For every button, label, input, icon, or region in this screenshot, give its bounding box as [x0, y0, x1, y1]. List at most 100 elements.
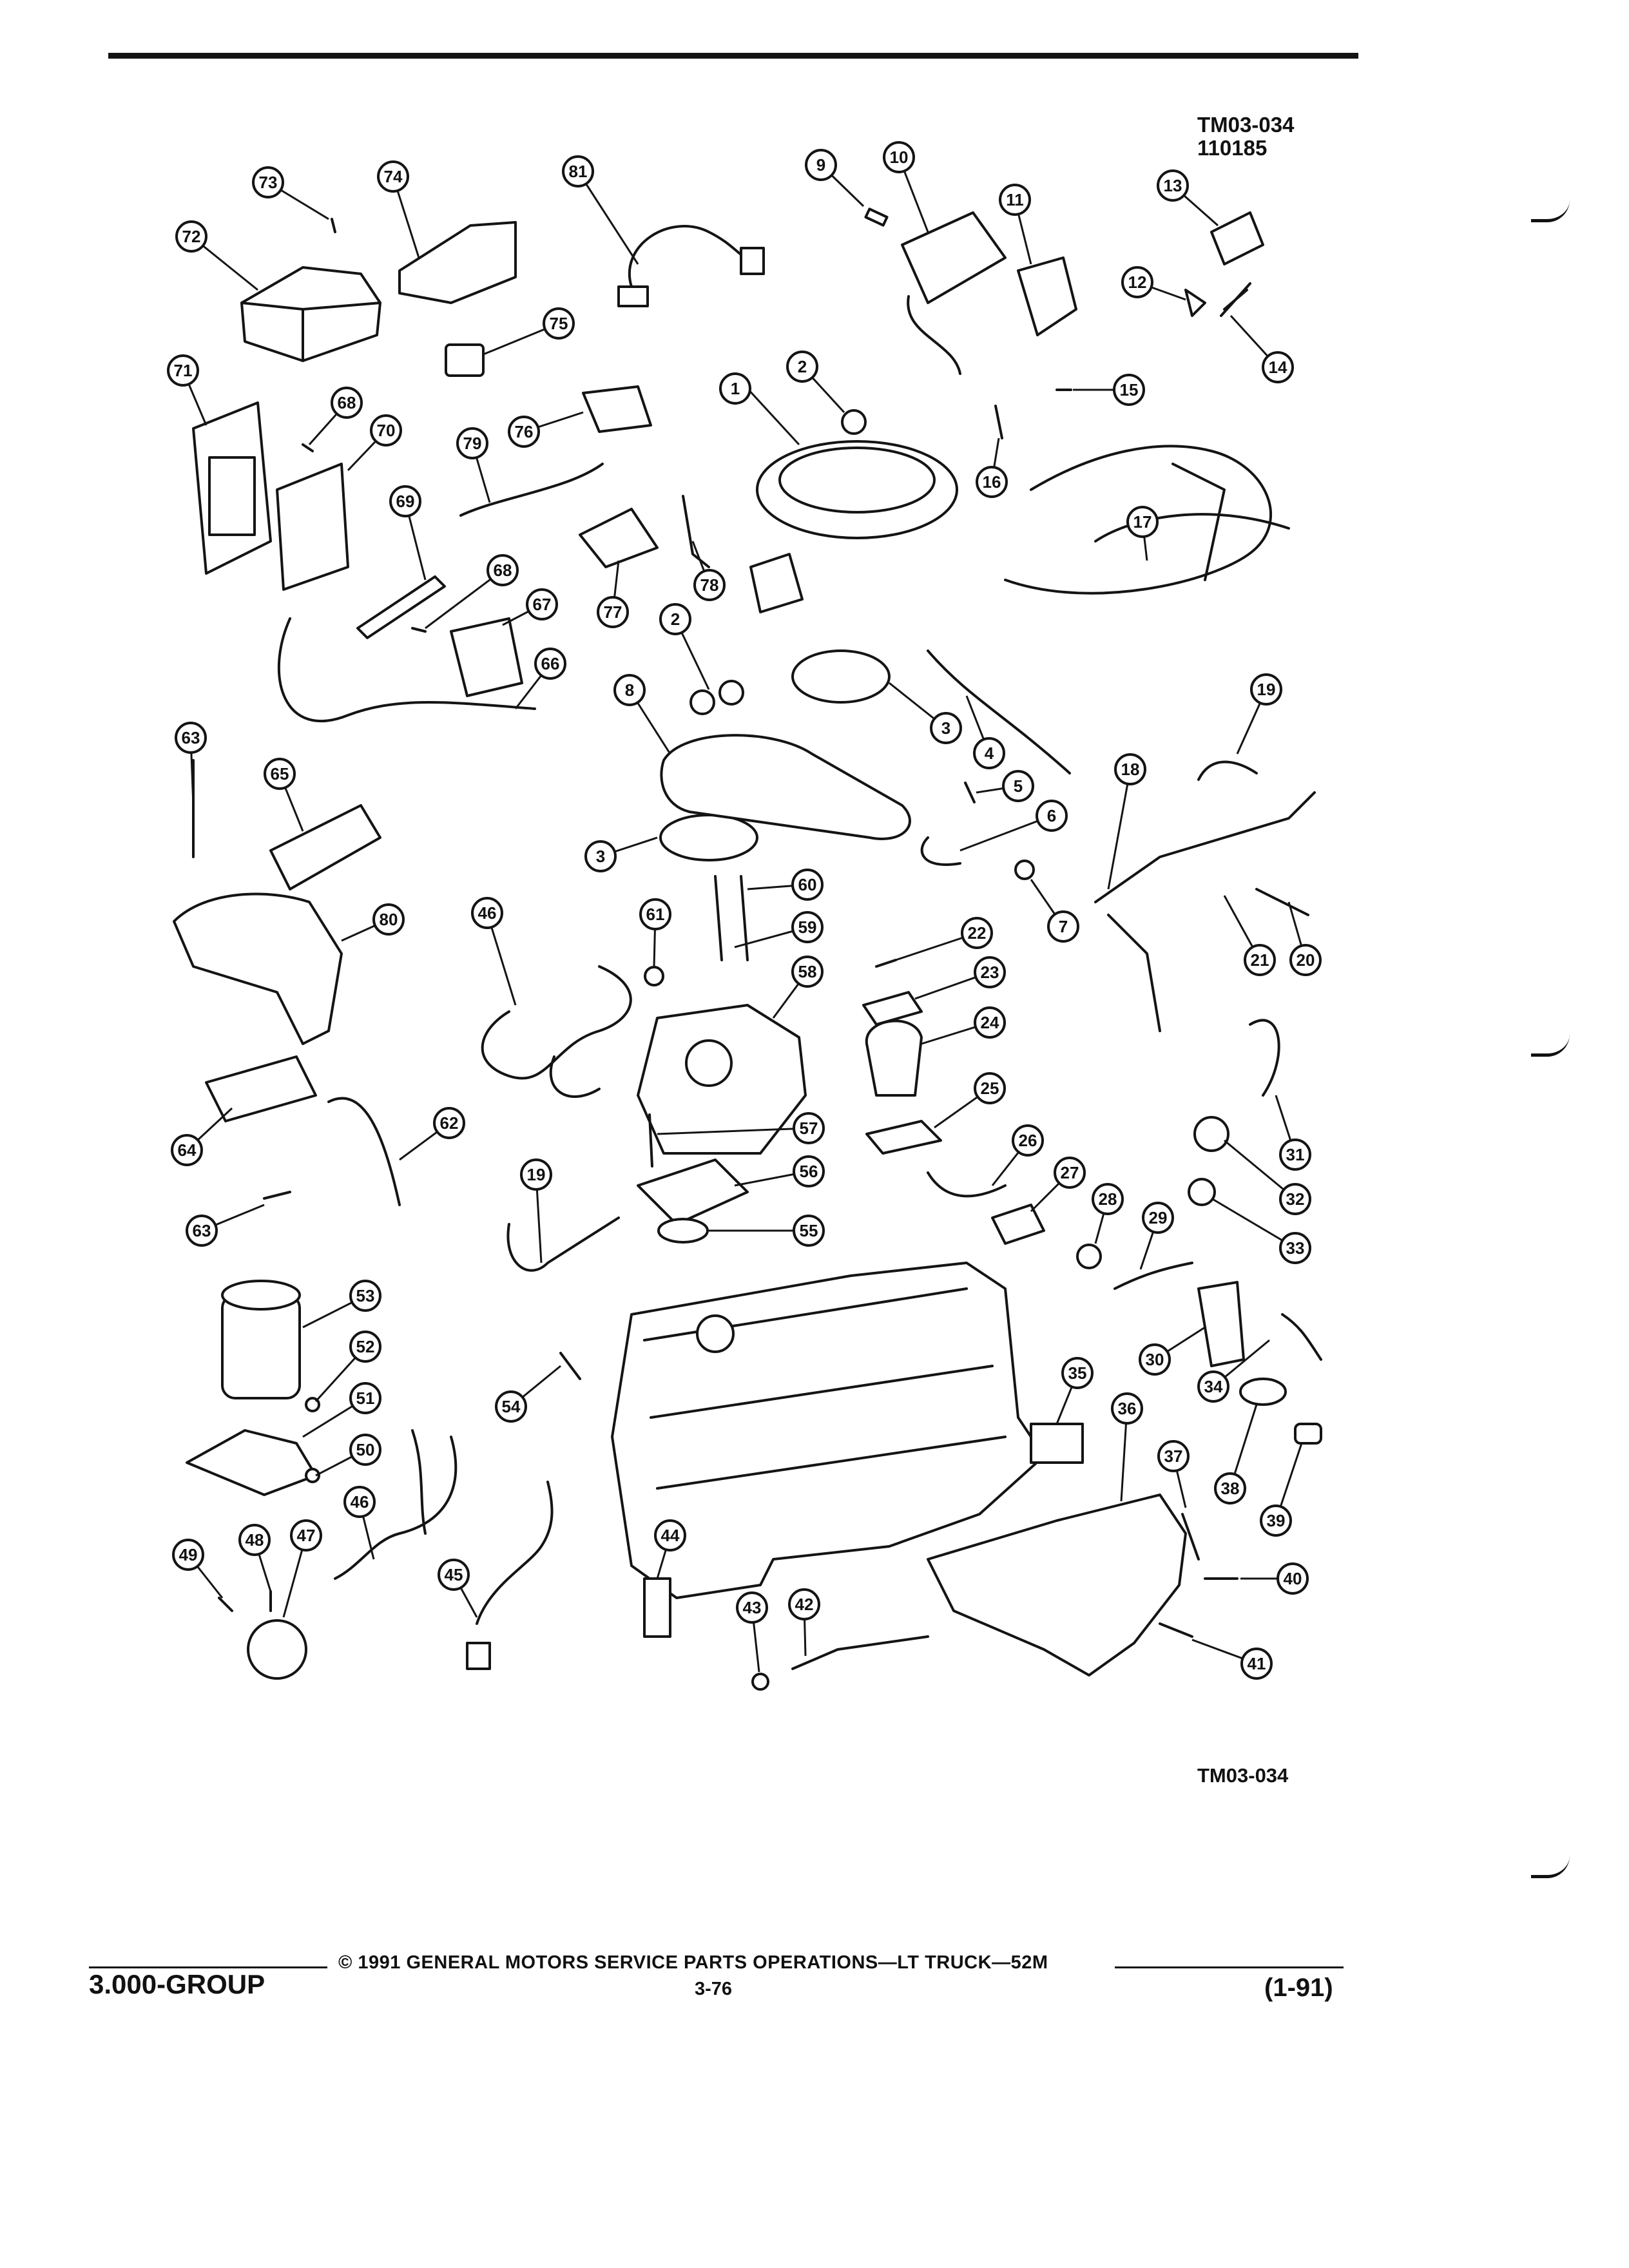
- svg-text:9: 9: [816, 155, 825, 175]
- callout-39: 39: [1260, 1443, 1303, 1537]
- svg-text:56: 56: [800, 1162, 818, 1181]
- callout-10: 10: [883, 141, 929, 233]
- callout-35: 35: [1055, 1357, 1094, 1425]
- callout-8: 8: [613, 674, 671, 754]
- svg-text:23: 23: [981, 963, 999, 982]
- callout-3: 3: [584, 836, 658, 872]
- svg-text:34: 34: [1204, 1377, 1223, 1396]
- reference-date: 110185: [1197, 136, 1268, 160]
- callout-61: 61: [639, 898, 671, 967]
- svg-text:48: 48: [246, 1530, 264, 1550]
- callout-4: 4: [965, 695, 1005, 769]
- svg-text:35: 35: [1068, 1363, 1087, 1383]
- svg-text:46: 46: [351, 1492, 369, 1512]
- svg-text:80: 80: [380, 910, 398, 929]
- svg-text:47: 47: [297, 1526, 316, 1545]
- svg-text:68: 68: [338, 393, 356, 412]
- callout-31: 31: [1275, 1095, 1311, 1171]
- svg-text:6: 6: [1047, 806, 1056, 825]
- svg-text:27: 27: [1061, 1163, 1079, 1182]
- callout-19: 19: [1236, 673, 1282, 754]
- callout-41: 41: [1191, 1639, 1273, 1680]
- svg-text:69: 69: [396, 492, 415, 511]
- callout-59: 59: [734, 911, 824, 948]
- footer-page-number: 3-76: [695, 1979, 733, 1999]
- callout-65: 65: [264, 758, 304, 832]
- svg-text:73: 73: [259, 173, 278, 192]
- svg-text:11: 11: [1006, 190, 1024, 209]
- callout-11: 11: [999, 184, 1032, 265]
- svg-text:18: 18: [1121, 760, 1140, 779]
- reference-code: TM03-034: [1197, 113, 1295, 137]
- figure-reference: TM03-034 110185: [1197, 113, 1294, 160]
- callout-64: 64: [171, 1107, 233, 1166]
- svg-text:66: 66: [541, 654, 560, 673]
- svg-text:38: 38: [1221, 1479, 1240, 1498]
- svg-text:16: 16: [983, 472, 1001, 492]
- callout-55: 55: [709, 1215, 825, 1247]
- callout-19: 19: [520, 1158, 552, 1264]
- svg-text:3: 3: [941, 718, 950, 738]
- svg-text:60: 60: [798, 875, 817, 894]
- callout-17: 17: [1126, 506, 1159, 561]
- callout-81: 81: [562, 155, 639, 265]
- svg-text:72: 72: [182, 227, 201, 246]
- callout-2: 2: [659, 603, 710, 690]
- callout-78: 78: [691, 541, 726, 601]
- callout-12: 12: [1121, 266, 1186, 301]
- svg-text:2: 2: [671, 610, 680, 629]
- svg-text:22: 22: [968, 923, 987, 943]
- svg-text:77: 77: [604, 602, 622, 622]
- svg-text:8: 8: [625, 680, 634, 700]
- svg-text:4: 4: [985, 744, 994, 763]
- callout-66: 66: [514, 648, 566, 709]
- svg-text:37: 37: [1164, 1446, 1183, 1466]
- callout-20: 20: [1287, 901, 1322, 976]
- callout-2: 2: [786, 351, 845, 414]
- callout-18: 18: [1107, 753, 1146, 890]
- svg-text:17: 17: [1133, 512, 1152, 532]
- callout-47: 47: [282, 1519, 322, 1618]
- svg-text:49: 49: [179, 1545, 198, 1564]
- svg-text:55: 55: [800, 1221, 818, 1240]
- binding-tick-mark: [1531, 1034, 1570, 1057]
- callout-33: 33: [1211, 1197, 1311, 1264]
- callout-77: 77: [597, 560, 629, 628]
- svg-text:68: 68: [494, 561, 512, 580]
- svg-text:14: 14: [1269, 358, 1287, 377]
- svg-text:52: 52: [356, 1337, 375, 1356]
- svg-text:20: 20: [1296, 950, 1315, 970]
- svg-text:25: 25: [981, 1079, 999, 1098]
- callout-6: 6: [959, 800, 1068, 852]
- callout-14: 14: [1229, 314, 1294, 383]
- callout-51: 51: [302, 1382, 381, 1438]
- svg-text:30: 30: [1146, 1350, 1164, 1369]
- svg-text:2: 2: [798, 357, 807, 376]
- binding-tick-mark: [1531, 200, 1570, 222]
- svg-text:63: 63: [182, 728, 200, 747]
- callout-25: 25: [934, 1072, 1006, 1129]
- svg-text:70: 70: [377, 421, 396, 440]
- svg-text:31: 31: [1286, 1145, 1305, 1164]
- svg-text:15: 15: [1120, 380, 1139, 399]
- callout-16: 16: [976, 437, 1008, 498]
- svg-text:1: 1: [731, 379, 740, 398]
- callout-70: 70: [347, 414, 402, 472]
- callout-42: 42: [788, 1588, 820, 1657]
- svg-text:19: 19: [527, 1165, 546, 1184]
- callout-32: 32: [1224, 1139, 1311, 1215]
- svg-text:42: 42: [795, 1595, 814, 1614]
- callout-1: 1: [719, 372, 800, 446]
- svg-text:40: 40: [1284, 1569, 1302, 1588]
- svg-text:54: 54: [502, 1397, 521, 1416]
- svg-text:76: 76: [515, 422, 534, 441]
- callout-38: 38: [1214, 1404, 1258, 1504]
- callout-13: 13: [1157, 169, 1219, 227]
- callout-7: 7: [1030, 879, 1079, 943]
- callout-28: 28: [1092, 1183, 1124, 1244]
- binding-tick-mark: [1531, 1856, 1570, 1878]
- svg-text:67: 67: [533, 595, 552, 614]
- callout-57: 57: [657, 1112, 825, 1144]
- svg-text:44: 44: [661, 1526, 680, 1545]
- svg-text:13: 13: [1164, 176, 1182, 195]
